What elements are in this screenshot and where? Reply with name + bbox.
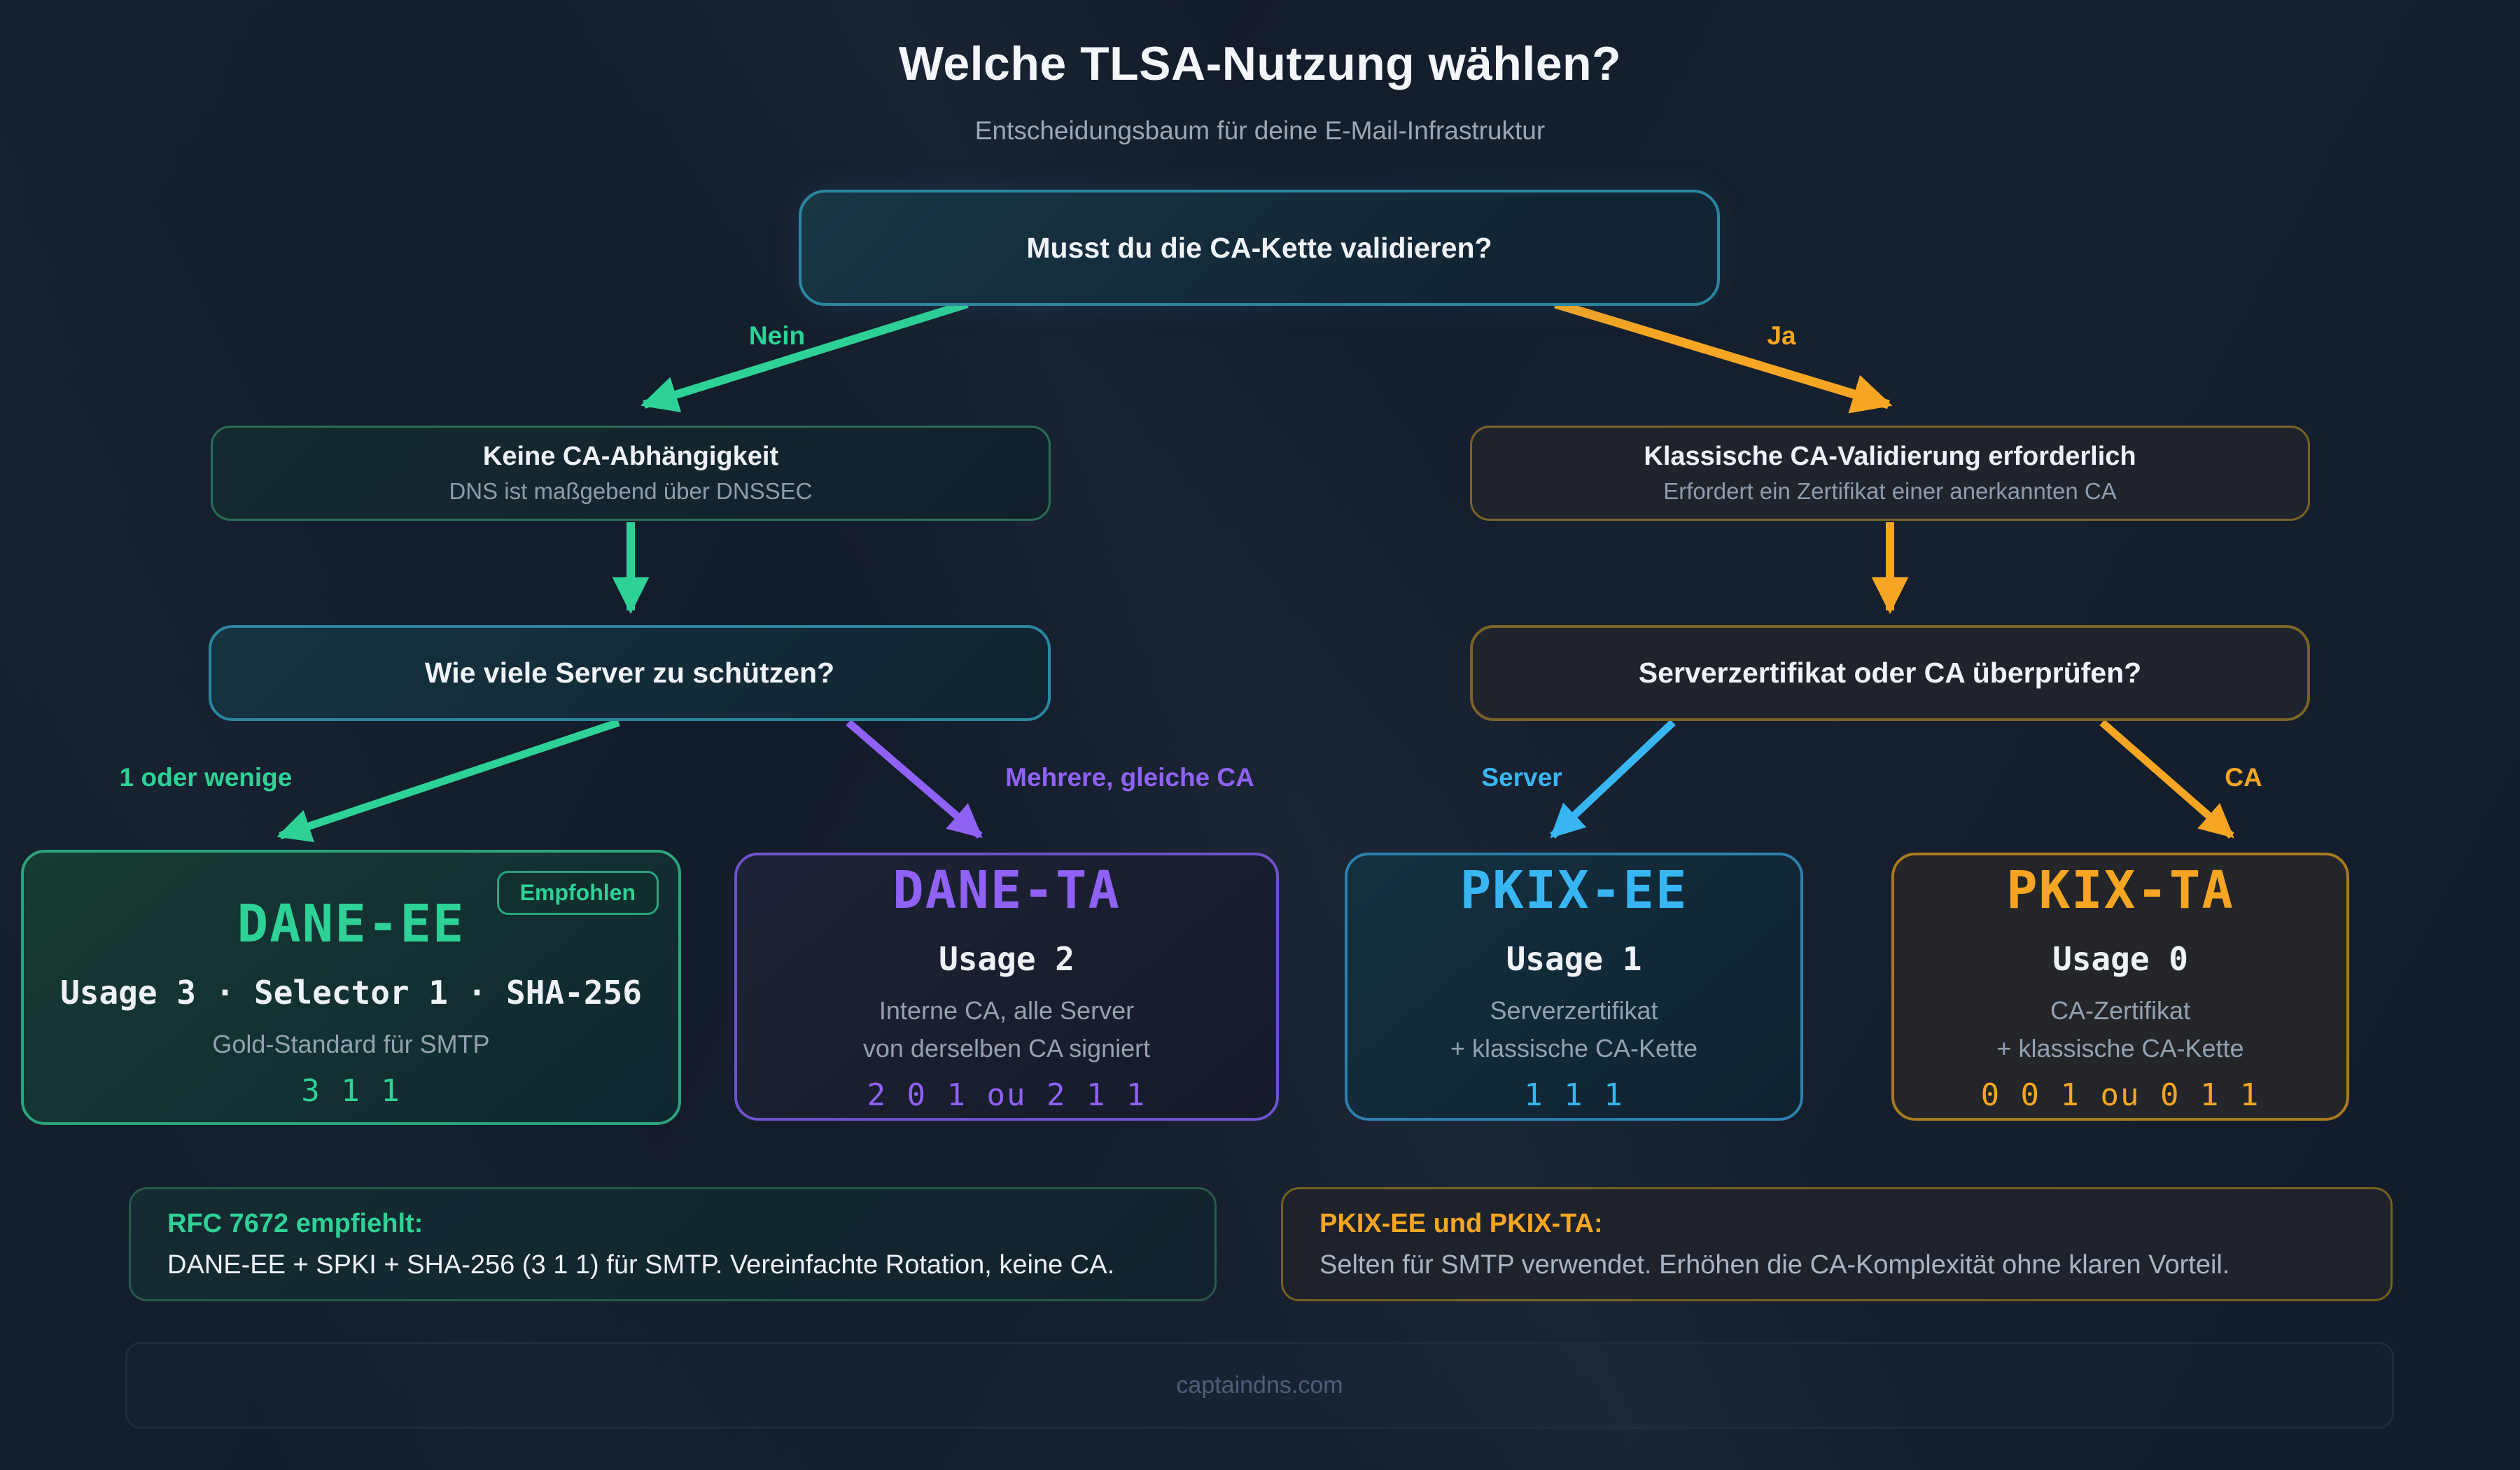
card-pkix-ta-desc: CA-Zertifikat + klassische CA-Kette xyxy=(1996,992,2244,1068)
card-dane-ta-usage: Usage 2 xyxy=(939,940,1074,978)
card-pkix-ta: PKIX-TA Usage 0 CA-Zertifikat + klassisc… xyxy=(1891,853,2349,1121)
card-dane-ta-title: DANE-TA xyxy=(892,860,1121,920)
edge-label-server: Server xyxy=(1481,763,1562,792)
recommended-badge: Empfohlen xyxy=(496,871,659,915)
card-pkix-ta-title: PKIX-TA xyxy=(2006,860,2234,920)
edge-label-ja: Ja xyxy=(1767,321,1796,350)
decision-node-cert-or-ca: Serverzertifikat oder CA überprüfen? xyxy=(1470,625,2310,721)
card-dane-ee-code: 3 1 1 xyxy=(301,1073,401,1109)
edge-nein xyxy=(640,300,969,413)
footer-watermark: captaindns.com xyxy=(1176,1371,1343,1399)
edge-ja xyxy=(1554,299,1893,414)
card-pkix-ee-desc-line2: + klassische CA-Kette xyxy=(1450,1034,1698,1063)
card-dane-ta-desc: Interne CA, alle Server von derselben CA… xyxy=(863,992,1150,1068)
note-pkix-warning-heading: PKIX-EE und PKIX-TA: xyxy=(1320,1208,1603,1238)
page-subtitle: Entscheidungsbaum für deine E-Mail-Infra… xyxy=(974,116,1546,145)
card-pkix-ee-code: 1 1 1 xyxy=(1524,1077,1624,1113)
branch-node-classic-ca: Klassische CA-Validierung erforderlich E… xyxy=(1470,426,2310,521)
note-rfc-7672: RFC 7672 empfiehlt: DANE-EE + SPKI + SHA… xyxy=(129,1187,1217,1301)
card-dane-ee: Empfohlen DANE-EE Usage 3 · Selector 1 ·… xyxy=(21,850,681,1125)
edge-few xyxy=(276,718,620,843)
edge-label-few: 1 oder wenige xyxy=(119,763,293,792)
card-dane-ee-title: DANE-EE xyxy=(237,894,465,954)
card-dane-ee-usage: Usage 3 · Selector 1 · SHA-256 xyxy=(60,974,642,1011)
note-rfc-7672-heading: RFC 7672 empfiehlt: xyxy=(167,1208,424,1238)
card-pkix-ee-title: PKIX-EE xyxy=(1460,860,1688,920)
card-pkix-ee-desc: Serverzertifikat + klassische CA-Kette xyxy=(1450,992,1698,1068)
note-pkix-warning-body: Selten für SMTP verwendet. Erhöhen die C… xyxy=(1320,1250,2230,1280)
footer-bar: captaindns.com xyxy=(125,1342,2394,1429)
card-dane-ee-desc: Gold-Standard für SMTP xyxy=(212,1030,490,1058)
edge-label-ca: CA xyxy=(2225,763,2262,792)
card-pkix-ta-desc-line1: CA-Zertifikat xyxy=(2050,996,2191,1025)
page-title: Welche TLSA-Nutzung wählen? xyxy=(898,37,1622,90)
card-pkix-ee: PKIX-EE Usage 1 Serverzertifikat + klass… xyxy=(1345,853,1803,1121)
root-question: Musst du die CA-Kette validieren? xyxy=(1026,231,1492,264)
card-pkix-ta-usage: Usage 0 xyxy=(2052,940,2188,978)
card-pkix-ta-code: 0 0 1 ou 0 1 1 xyxy=(1980,1077,2260,1113)
card-pkix-ee-usage: Usage 1 xyxy=(1506,940,1642,978)
edge-label-many: Mehrere, gleiche CA xyxy=(1005,763,1254,792)
card-dane-ta-code: 2 0 1 ou 2 1 1 xyxy=(867,1077,1147,1113)
card-pkix-ee-desc-line1: Serverzertifikat xyxy=(1490,996,1658,1025)
edge-ca xyxy=(2099,719,2234,839)
no-ca-subtitle: DNS ist maßgebend über DNSSEC xyxy=(449,478,813,504)
branch-node-no-ca: Keine CA-Abhängigkeit DNS ist maßgebend … xyxy=(211,426,1051,521)
cert-or-ca-question: Serverzertifikat oder CA überprüfen? xyxy=(1638,657,2142,689)
no-ca-title: Keine CA-Abhängigkeit xyxy=(482,442,779,471)
card-dane-ta: DANE-TA Usage 2 Interne CA, alle Server … xyxy=(734,853,1279,1121)
card-dane-ta-desc-line2: von derselben CA signiert xyxy=(862,1034,1151,1063)
note-pkix-warning: PKIX-EE und PKIX-TA: Selten für SMTP ver… xyxy=(1281,1187,2393,1301)
classic-ca-subtitle: Erfordert ein Zertifikat einer anerkannt… xyxy=(1663,478,2117,504)
edge-many xyxy=(846,719,983,839)
decision-node-root: Musst du die CA-Kette validieren? xyxy=(799,190,1720,306)
note-rfc-7672-body: DANE-EE + SPKI + SHA-256 (3 1 1) für SMT… xyxy=(167,1250,1115,1280)
edge-server xyxy=(1550,719,1676,839)
card-dane-ta-desc-line1: Interne CA, alle Server xyxy=(878,996,1135,1025)
classic-ca-title: Klassische CA-Validierung erforderlich xyxy=(1644,442,2136,471)
decision-node-server-count: Wie viele Server zu schützen? xyxy=(209,625,1051,721)
edge-label-nein: Nein xyxy=(748,321,806,350)
card-pkix-ta-desc-line2: + klassische CA-Kette xyxy=(1996,1034,2244,1063)
server-count-question: Wie viele Server zu schützen? xyxy=(424,657,835,689)
